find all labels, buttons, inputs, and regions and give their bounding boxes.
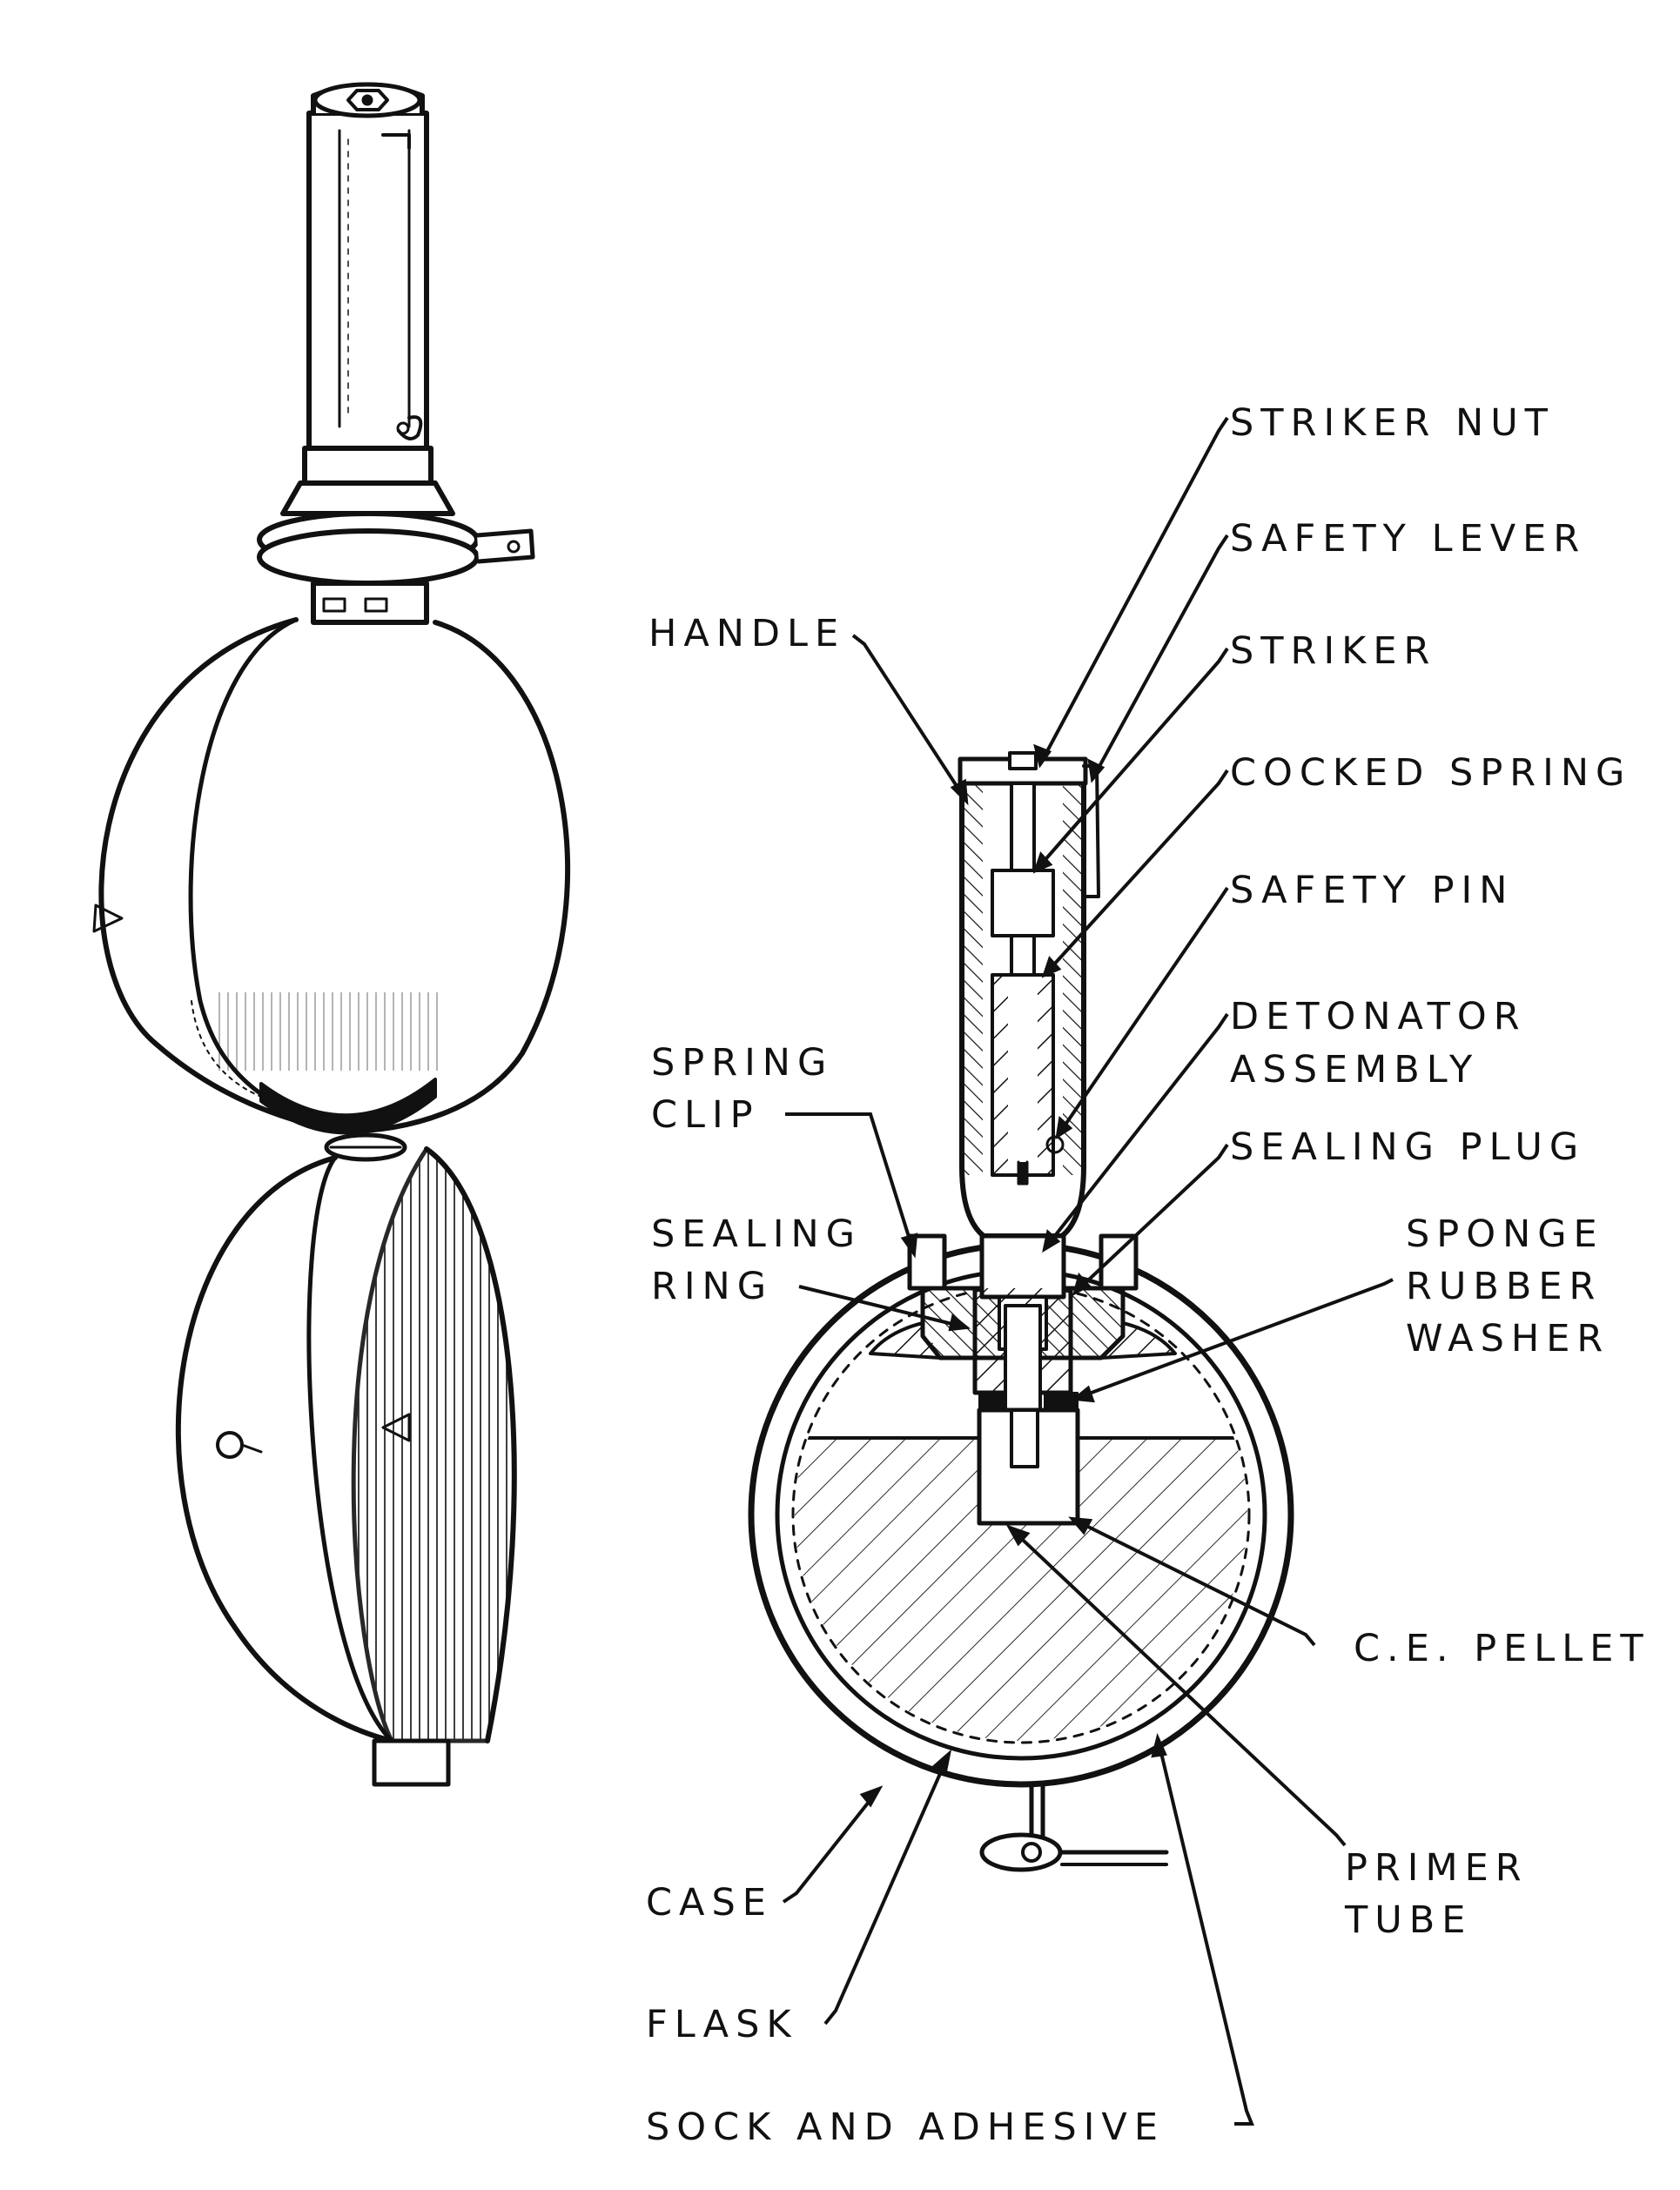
exterior-handle — [306, 82, 429, 451]
label-safety-lever: SAFETY LEVER — [1230, 517, 1586, 561]
label-safety-pin: SAFETY PIN — [1230, 869, 1514, 912]
label-ce-pellet: C.E. PELLET — [1354, 1627, 1650, 1670]
cocked-spring-shape — [991, 973, 1055, 1186]
label-primer-line1: PRIMER — [1345, 1846, 1529, 1890]
spring-clip-shape — [907, 1233, 947, 1291]
label-cocked-spring: COCKED SPRING — [1230, 751, 1631, 795]
exterior-view — [92, 82, 570, 1787]
labels: STRIKER NUT SAFETY LEVER STRIKER COCKED … — [646, 401, 1650, 2149]
label-spring-clip-line1: SPRING — [651, 1041, 833, 1085]
label-flask: FLASK — [646, 2003, 798, 2046]
label-detonator-line2: ASSEMBLY — [1230, 1048, 1479, 1092]
label-sponge-line1: SPONGE — [1406, 1213, 1604, 1256]
safety-pin-shape — [1045, 1135, 1065, 1154]
striker-nut-shape — [1008, 751, 1038, 770]
cross-section-view — [748, 751, 1294, 1872]
label-striker-nut: STRIKER NUT — [1230, 401, 1555, 445]
label-sealing-ring-line2: RING — [651, 1265, 773, 1308]
label-detonator-line1: DETONATOR — [1230, 995, 1527, 1038]
label-sealing-plug: SEALING PLUG — [1230, 1125, 1585, 1169]
label-case: CASE — [646, 1881, 773, 1925]
label-striker: STRIKER — [1230, 629, 1436, 673]
leader-lines — [782, 416, 1394, 2126]
bottom-hinge — [979, 1782, 1169, 1872]
label-sponge-line2: RUBBER — [1406, 1265, 1602, 1308]
exterior-collar — [257, 446, 535, 625]
label-spring-clip-line2: CLIP — [651, 1093, 760, 1137]
label-sponge-line3: WASHER — [1406, 1317, 1609, 1360]
label-handle: HANDLE — [648, 612, 845, 655]
label-sock-and-adhesive: SOCK AND ADHESIVE — [646, 2106, 1165, 2149]
exterior-lower-hemisphere — [175, 1146, 517, 1787]
label-primer-line2: TUBE — [1344, 1898, 1472, 1942]
exterior-hinge — [324, 1132, 407, 1162]
label-sealing-ring-line1: SEALING — [651, 1213, 862, 1256]
exterior-upper-hemisphere — [92, 617, 570, 1135]
sponge-washer-shape — [978, 1392, 1006, 1411]
